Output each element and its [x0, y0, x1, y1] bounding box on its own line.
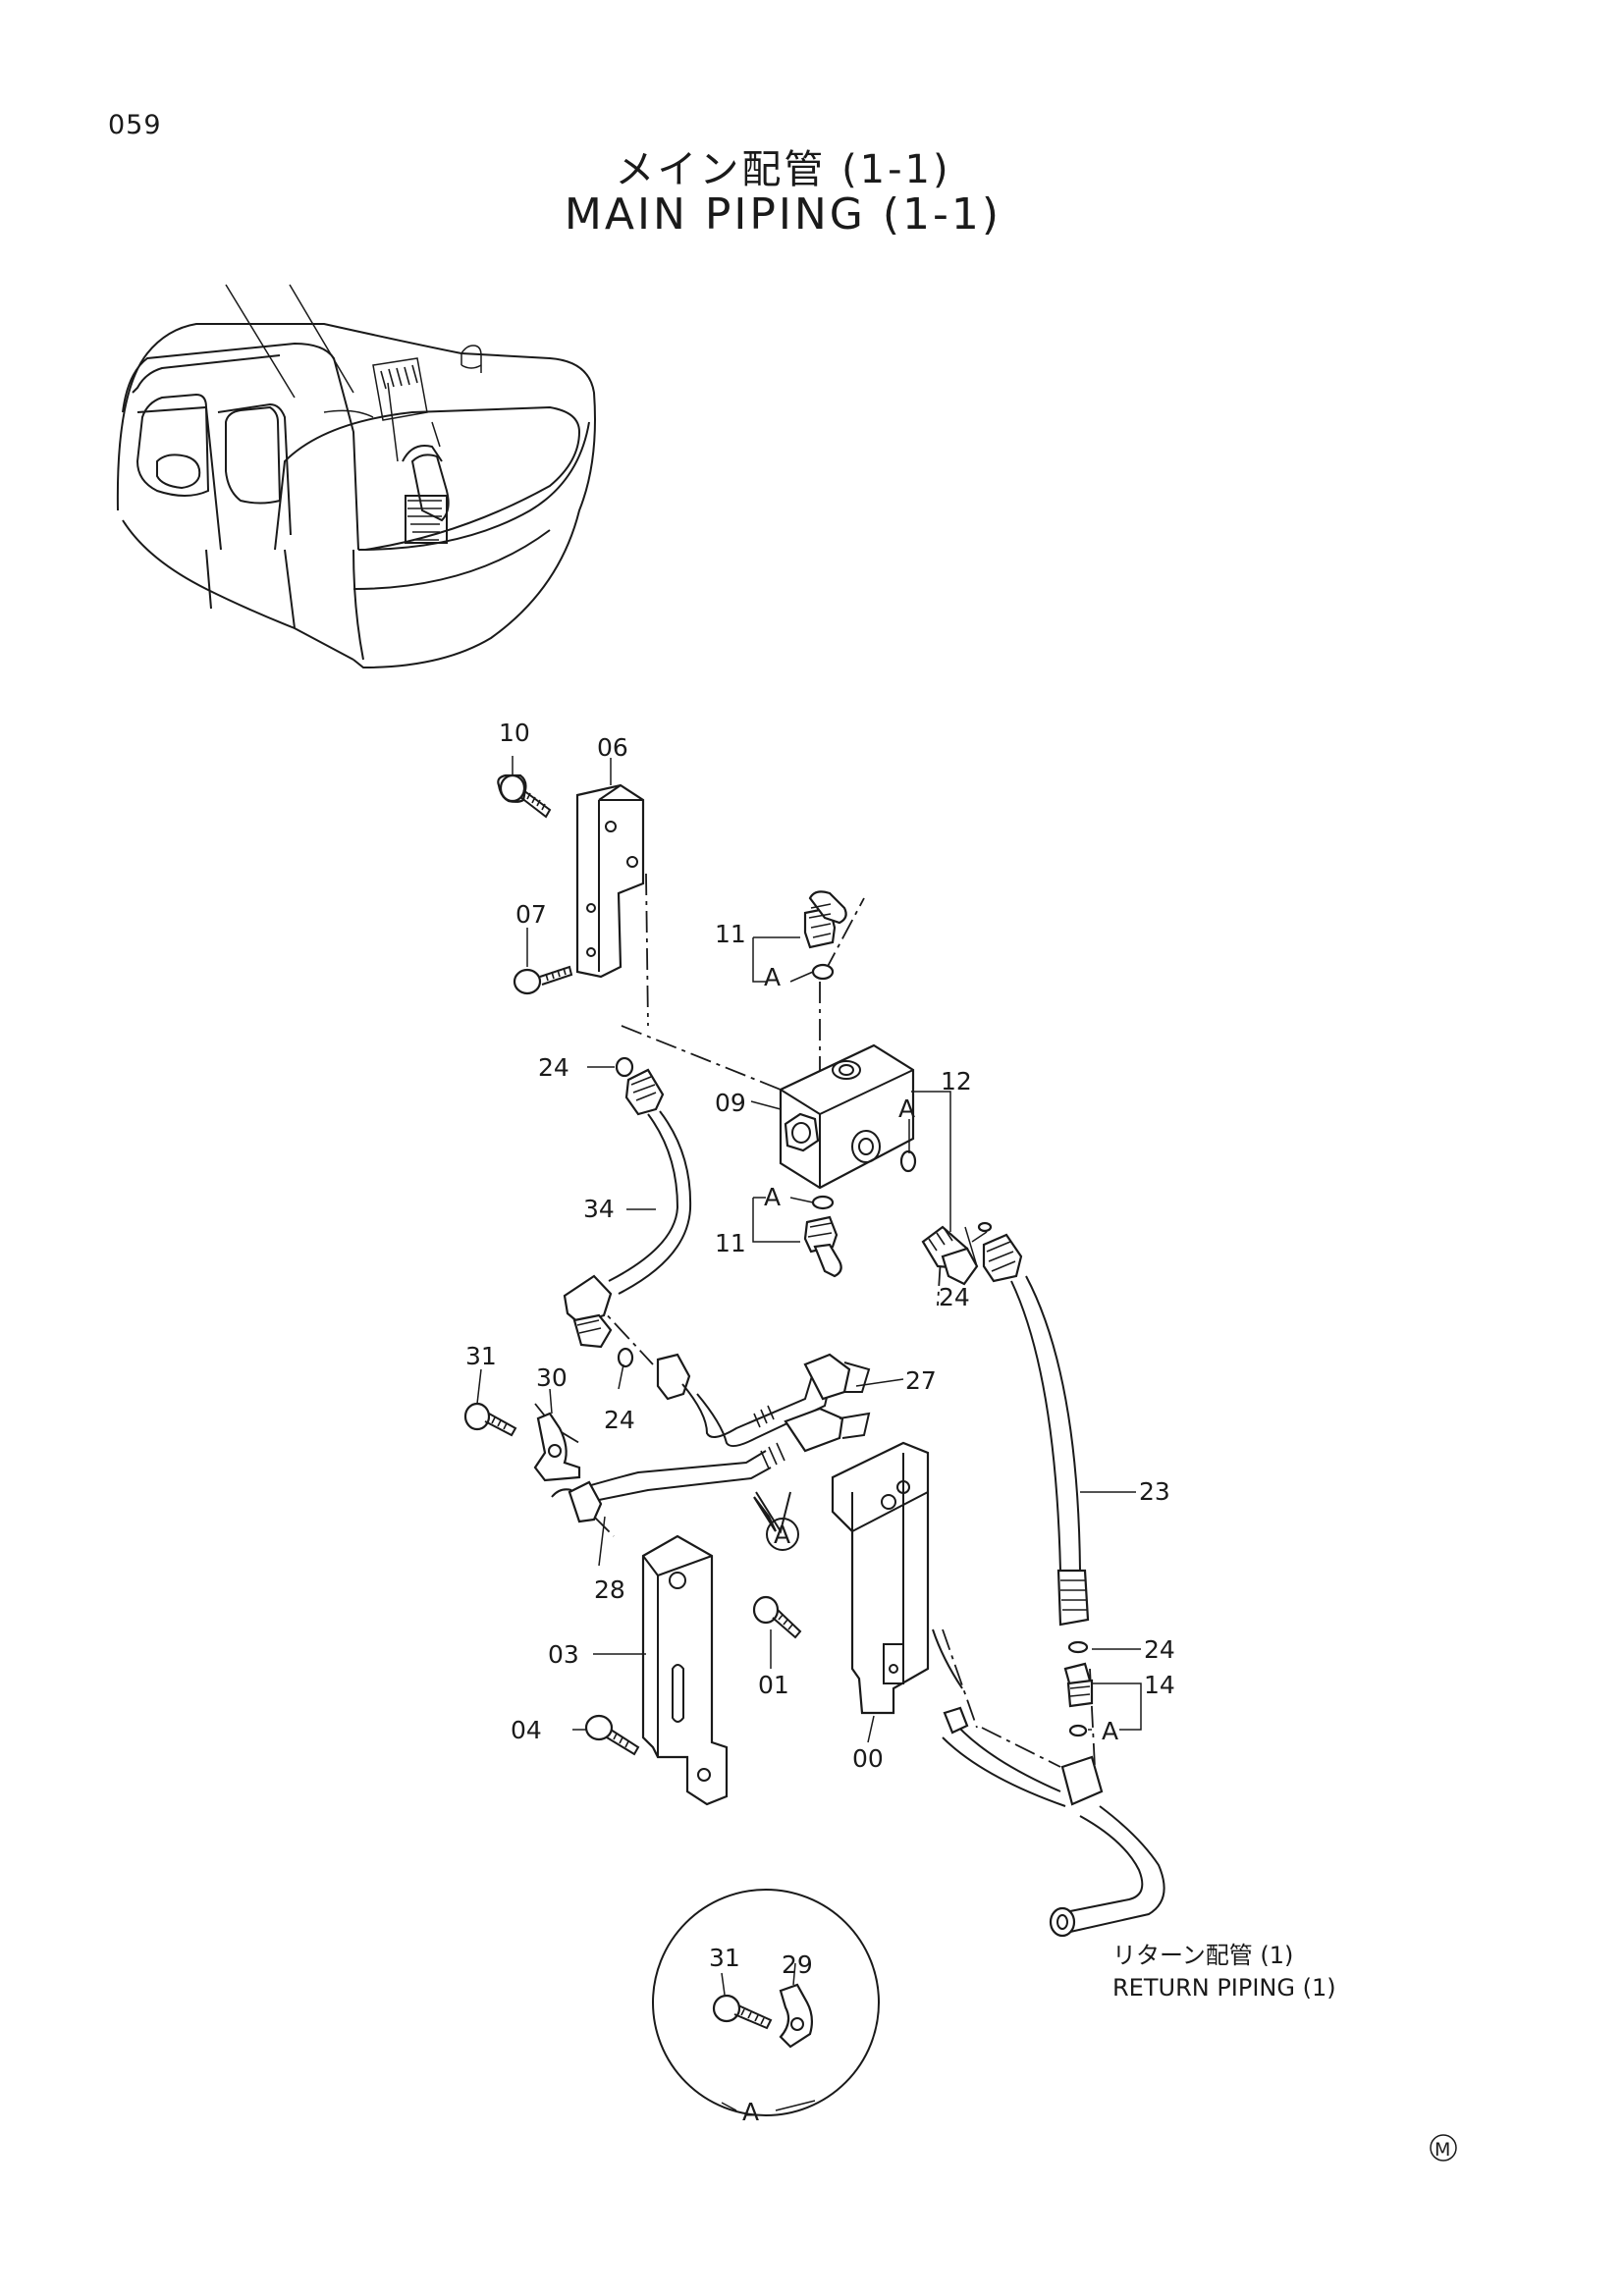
- excavator-overview-illustration: [116, 284, 596, 669]
- o-ring-upper: [811, 963, 835, 981]
- label-a-upper: A: [764, 963, 781, 991]
- label-29-detail: 29: [782, 1950, 813, 1979]
- return-piping: [932, 1629, 1165, 1938]
- svg-text:M: M: [1435, 2139, 1450, 2161]
- label-06: 06: [597, 733, 628, 762]
- label-10: 10: [499, 719, 530, 747]
- label-28: 28: [594, 1575, 625, 1604]
- elbow-fitting-11-upper: [803, 890, 847, 949]
- label-24-top: 24: [538, 1053, 569, 1082]
- assembly-center-lines: [534, 873, 1096, 1768]
- label-34: 34: [583, 1195, 615, 1223]
- label-11-upper: 11: [715, 920, 746, 948]
- connector-14: [1063, 1662, 1094, 1708]
- bolt-04: [584, 1714, 640, 1756]
- bracket-06: [575, 783, 645, 979]
- clamp-30: [533, 1412, 581, 1482]
- part-number-labels: 10 06 07 11 A 24 09 12 A 34 A 11 24 31 3…: [465, 719, 1175, 2126]
- detail-view-a: [652, 1889, 880, 2116]
- label-23: 23: [1139, 1477, 1170, 1506]
- page-title-english: MAIN PIPING (1-1): [564, 189, 1002, 240]
- label-24-mid: 24: [604, 1406, 635, 1434]
- bracket-00: [831, 1441, 930, 1715]
- bolt-01: [752, 1595, 802, 1639]
- o-ring-24-mid: [617, 1347, 634, 1368]
- label-24-right: 24: [939, 1283, 970, 1311]
- label-31-detail: 31: [709, 1944, 740, 1972]
- label-09: 09: [715, 1089, 746, 1117]
- label-14: 14: [1144, 1671, 1175, 1699]
- valve-block-09: [779, 1043, 915, 1190]
- label-24-lower: 24: [1144, 1635, 1175, 1664]
- label-31: 31: [465, 1342, 497, 1370]
- bolt-10: [497, 774, 552, 819]
- page-number: 059: [108, 110, 162, 140]
- label-a-connector: A: [1102, 1717, 1118, 1745]
- label-a-block-side: A: [898, 1095, 915, 1123]
- label-27: 27: [905, 1366, 937, 1395]
- label-03: 03: [548, 1640, 579, 1669]
- label-04: 04: [511, 1716, 542, 1744]
- label-00: 00: [852, 1744, 884, 1773]
- o-ring-block-bottom: [811, 1195, 835, 1210]
- elbow-fitting-11-lower: [803, 1215, 842, 1278]
- o-ring-24-lower: [1067, 1640, 1089, 1654]
- view-a-marker: [753, 1491, 799, 1551]
- label-a-detail: A: [742, 2098, 759, 2126]
- bracket-03: [641, 1534, 729, 1806]
- label-11-lower: 11: [715, 1229, 746, 1257]
- o-ring-14: [1068, 1724, 1088, 1737]
- o-ring-24-top: [615, 1056, 634, 1078]
- label-12: 12: [941, 1067, 972, 1095]
- o-ring-24-right: [977, 1221, 993, 1233]
- pipe-assembly-28: [551, 1442, 785, 1523]
- hose-34: [563, 1068, 692, 1349]
- o-ring-block-side: [899, 1149, 917, 1173]
- label-view-a-circle: A: [774, 1521, 790, 1549]
- pipe-assembly-27: [656, 1353, 871, 1453]
- leader-lines: [476, 756, 1142, 2111]
- label-a-lower: A: [764, 1183, 781, 1211]
- label-07: 07: [515, 900, 547, 929]
- label-30: 30: [536, 1363, 568, 1392]
- label-01: 01: [758, 1671, 789, 1699]
- bolt-07: [513, 965, 573, 995]
- circled-m-mark: M: [1430, 2134, 1457, 2162]
- elbow-fitting-12: [921, 1225, 979, 1286]
- hose-23: [982, 1233, 1090, 1627]
- page-title-japanese: メイン配管 (1-1): [615, 147, 951, 192]
- bolt-31: [463, 1402, 517, 1437]
- return-piping-label-jp: リターン配管 (1): [1112, 1942, 1293, 1969]
- return-piping-label-en: RETURN PIPING (1): [1112, 1974, 1336, 2002]
